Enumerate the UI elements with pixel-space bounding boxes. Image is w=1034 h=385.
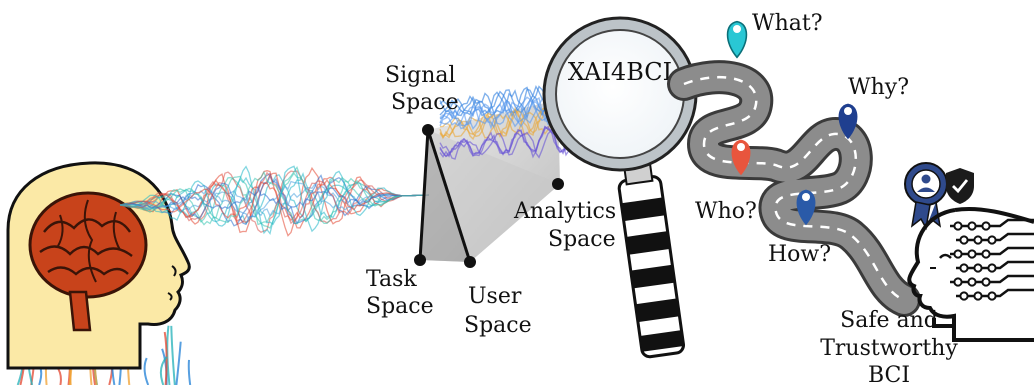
how-pin bbox=[796, 189, 816, 226]
circuit-node bbox=[973, 235, 983, 245]
circuit-node bbox=[953, 277, 963, 287]
circuit-hair bbox=[950, 218, 1034, 301]
circuit-node bbox=[987, 263, 997, 273]
ai-head-icon bbox=[907, 206, 1034, 342]
base-wave-stroke bbox=[143, 357, 150, 385]
base-wave-stroke bbox=[159, 356, 168, 385]
circuit-line bbox=[950, 246, 1034, 256]
user-space-label-line2: Space bbox=[464, 313, 532, 338]
why-question-label: Why? bbox=[848, 75, 909, 100]
what-question-label: What? bbox=[752, 11, 823, 36]
signal-task-edge bbox=[418, 129, 430, 261]
circuit-node bbox=[967, 277, 977, 287]
eeg-wave-trace bbox=[119, 185, 430, 212]
eeg-wave-trace bbox=[119, 165, 430, 235]
eeg-wave-trace bbox=[119, 174, 430, 225]
circuit-node bbox=[953, 221, 963, 231]
how-question-label: How? bbox=[768, 242, 831, 267]
goal-label-line3: BCI bbox=[868, 363, 910, 385]
user-space-label-line1: User bbox=[468, 284, 522, 309]
analytics-space-node bbox=[552, 178, 564, 190]
certified-badge-icon bbox=[904, 162, 948, 231]
brain-head-icon bbox=[6, 161, 192, 385]
base-wave-stroke bbox=[187, 359, 192, 385]
signal-user-edge bbox=[426, 129, 472, 263]
space-prism bbox=[414, 100, 564, 268]
circuit-node bbox=[987, 235, 997, 245]
circuit-line bbox=[950, 218, 1034, 228]
base-wave-stroke bbox=[175, 341, 182, 385]
circuit-node bbox=[981, 249, 991, 259]
task-space-node bbox=[414, 254, 426, 266]
map-pin-icon bbox=[726, 20, 858, 226]
base-wave-stroke bbox=[166, 325, 171, 385]
task-space-label-line1: Task bbox=[366, 267, 417, 292]
signal-space-node bbox=[422, 124, 434, 136]
xai4bci-label: XAI4BCI bbox=[568, 58, 672, 86]
eeg-wave-trace bbox=[119, 174, 430, 226]
goal-label-line1: Safe and bbox=[840, 308, 938, 333]
signal-space-label-line2: Space bbox=[391, 90, 459, 115]
who-question-label: Who? bbox=[695, 199, 757, 224]
base-wave-stroke bbox=[170, 325, 176, 385]
circuit-node bbox=[959, 291, 969, 301]
circuit-line bbox=[950, 274, 1034, 284]
eeg-wave-trace bbox=[119, 170, 430, 225]
brain bbox=[28, 191, 148, 332]
analytics-space-label-line2: Space bbox=[548, 227, 616, 252]
user-space-node bbox=[464, 256, 476, 268]
circuit-node bbox=[959, 235, 969, 245]
eeg-wave-trace bbox=[119, 178, 430, 222]
magnifying-glass-icon bbox=[542, 16, 698, 359]
circuit-node bbox=[967, 249, 977, 259]
base-wave-stroke bbox=[163, 331, 168, 385]
analytics-space-label-line1: Analytics bbox=[513, 199, 616, 224]
task-space-label-line2: Space bbox=[366, 294, 434, 319]
shield-check-icon bbox=[946, 168, 974, 204]
goal-label-line2: Trustworthy bbox=[820, 336, 958, 361]
eeg-signal-waves bbox=[119, 165, 430, 237]
circuit-node bbox=[981, 221, 991, 231]
who-pin bbox=[731, 139, 751, 176]
space-signal-trace bbox=[439, 122, 591, 160]
winding-road bbox=[667, 60, 921, 317]
circuit-node bbox=[973, 291, 983, 301]
what-pin bbox=[726, 20, 748, 59]
circuit-node bbox=[981, 277, 991, 287]
circuit-node bbox=[973, 263, 983, 273]
circuit-node bbox=[967, 221, 977, 231]
circuit-node bbox=[953, 249, 963, 259]
why-pin bbox=[838, 103, 858, 140]
signal-space-label-line1: Signal bbox=[385, 63, 456, 88]
circuit-node bbox=[959, 263, 969, 273]
circuit-node bbox=[987, 291, 997, 301]
